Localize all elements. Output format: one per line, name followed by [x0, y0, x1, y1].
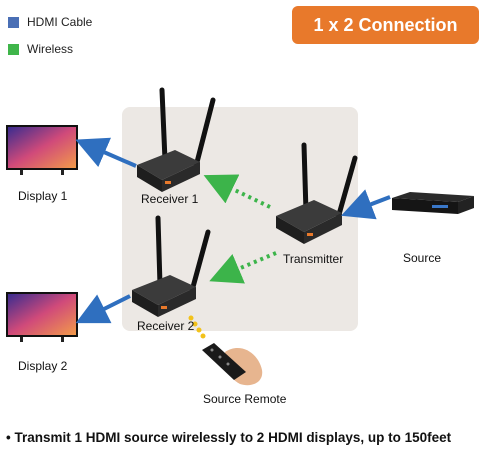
connection-title-banner: 1 x 2 Connection — [292, 6, 479, 44]
receiver-1-device — [137, 87, 216, 192]
legend-hdmi-swatch — [8, 16, 19, 28]
display-2-label: Display 2 — [18, 359, 68, 373]
legend-wireless-label: Wireless — [27, 42, 74, 56]
source-remote-device — [202, 343, 263, 386]
receiver-2-label: Receiver 2 — [137, 319, 195, 333]
receiver-2-device — [132, 215, 211, 317]
hdmi-arrow-receiver1-to-display1 — [75, 137, 137, 168]
footer-caption: • Transmit 1 HDMI source wirelessly to 2… — [6, 430, 452, 445]
source-player-device — [392, 192, 474, 214]
receiver-1-label: Receiver 1 — [141, 192, 199, 206]
source-remote-label: Source Remote — [203, 392, 287, 406]
transmitter-label: Transmitter — [283, 252, 344, 266]
legend-wireless: Wireless — [8, 42, 73, 56]
display-2-tv — [6, 292, 78, 342]
wireless-arrow-to-receiver1 — [203, 174, 271, 209]
display-1-label: Display 1 — [18, 189, 68, 203]
legend-wireless-swatch — [8, 43, 19, 55]
legend-hdmi: HDMI Cable — [8, 15, 92, 29]
hdmi-arrow-receiver2-to-display2 — [75, 294, 131, 324]
hdmi-arrow-source-to-transmitter — [341, 189, 391, 220]
remote-signal-dots — [188, 315, 206, 339]
display-1-tv — [6, 125, 78, 175]
source-label: Source — [403, 251, 442, 265]
legend-hdmi-label: HDMI Cable — [27, 15, 93, 29]
wireless-arrow-to-receiver2 — [209, 251, 277, 284]
